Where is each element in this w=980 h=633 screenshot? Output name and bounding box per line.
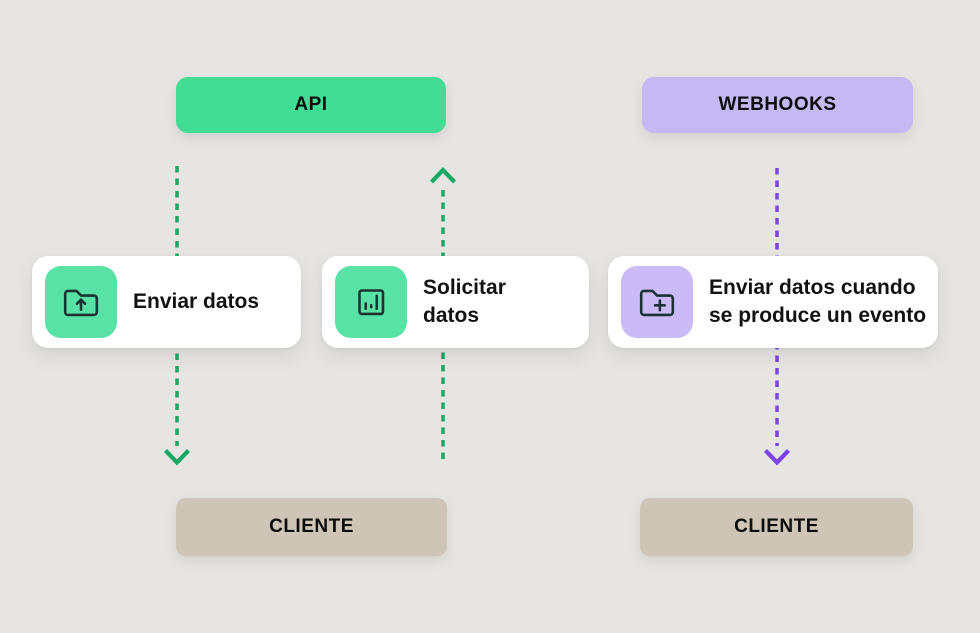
card-label: Enviar datos bbox=[133, 290, 260, 314]
api-badge: API bbox=[176, 77, 446, 133]
card-enviar-datos-evento: Enviar datos cuando se produce un evento bbox=[608, 256, 938, 348]
webhooks-badge: WEBHOOKS bbox=[642, 77, 913, 133]
client-badge-label: CLIENTE bbox=[269, 516, 354, 537]
webhooks-badge-label: WEBHOOKS bbox=[718, 94, 837, 115]
folder-plus-icon bbox=[621, 266, 693, 338]
bar-chart-icon bbox=[335, 266, 407, 338]
card-solicitar-datos: Solicitar datos bbox=[322, 256, 589, 348]
card-label: Enviar datos cuando se produce un evento bbox=[709, 276, 927, 327]
client-badge-right: CLIENTE bbox=[640, 498, 913, 556]
client-badge-label: CLIENTE bbox=[734, 516, 819, 537]
folder-upload-icon bbox=[45, 266, 117, 338]
arrow-client-to-api-up bbox=[429, 166, 457, 463]
card-label: Solicitar datos bbox=[423, 276, 506, 327]
api-badge-label: API bbox=[294, 94, 328, 115]
card-enviar-datos: Enviar datos bbox=[32, 256, 301, 348]
client-badge-left: CLIENTE bbox=[176, 498, 447, 556]
